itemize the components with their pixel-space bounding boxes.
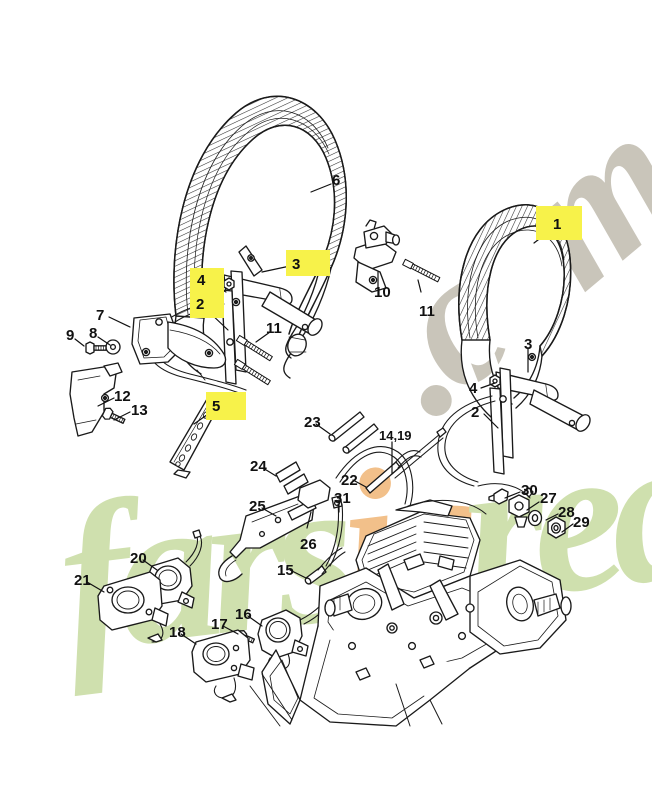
leader-line-11	[255, 331, 271, 343]
callout-23: 23	[304, 414, 321, 431]
callout-14-19: 14,19	[379, 428, 412, 443]
leader-line-13	[113, 411, 131, 421]
leader-line-16	[247, 615, 263, 627]
highlight-part-3	[286, 250, 330, 276]
callout-2: 2	[196, 296, 205, 313]
leader-line-15	[289, 569, 307, 579]
callout-12: 12	[114, 388, 131, 405]
leader-line-20	[142, 559, 158, 571]
callout-22: 22	[341, 472, 358, 489]
callout-15: 15	[277, 562, 294, 579]
callout-13: 13	[131, 402, 148, 419]
leader-line-29	[561, 523, 574, 533]
leader-line-7	[108, 316, 131, 328]
callout-27: 27	[540, 490, 557, 507]
leader-line-26	[306, 511, 312, 529]
leader-line-23	[315, 423, 331, 435]
callout-21: 21	[74, 572, 91, 589]
callout-30: 30	[521, 482, 538, 499]
callout-18: 18	[169, 624, 186, 641]
leader-line-3	[261, 265, 291, 273]
callout-11: 11	[419, 303, 435, 320]
callout-9: 9	[66, 327, 75, 344]
leader-line-17	[222, 625, 239, 635]
leader-line-25	[261, 507, 277, 517]
leader-line-27	[526, 501, 540, 511]
callout-28: 28	[558, 504, 575, 521]
leader-line-18	[180, 633, 197, 645]
callout-10: 10	[374, 284, 391, 301]
callout-6: 6	[332, 172, 341, 189]
leader-line-9	[74, 338, 85, 347]
leader-line-2	[483, 413, 499, 429]
leader-line-28	[545, 513, 559, 521]
callout-16: 16	[235, 606, 252, 623]
callout-25: 25	[249, 498, 266, 515]
callout-5: 5	[212, 398, 221, 415]
leader-line-4	[480, 382, 496, 389]
leader-line-8	[97, 336, 111, 346]
callout-31: 31	[334, 490, 351, 507]
callout-4: 4	[197, 272, 206, 289]
leader-line-30	[504, 491, 521, 499]
leader-line-11	[417, 279, 422, 293]
callout-11: 11	[266, 320, 282, 337]
callout-8: 8	[89, 325, 98, 342]
callout-29: 29	[573, 514, 590, 531]
callout-24: 24	[250, 458, 267, 475]
leader-line-22	[352, 479, 367, 488]
leader-line-24	[262, 467, 277, 477]
callout-1: 1	[553, 216, 562, 233]
callout-2: 2	[471, 404, 480, 421]
callout-3: 3	[524, 336, 533, 353]
leader-line-21	[86, 581, 105, 593]
callout-20: 20	[130, 550, 147, 567]
callout-3: 3	[292, 256, 301, 273]
highlight-part-1	[536, 206, 582, 240]
highlight-part-5	[206, 392, 246, 420]
callout-26: 26	[300, 536, 317, 553]
callout-7: 7	[96, 307, 105, 324]
leader-line-6	[310, 183, 332, 193]
highlight-part-4	[190, 268, 224, 294]
callout-17: 17	[211, 616, 228, 633]
highlight-part-2	[190, 292, 224, 318]
leader-line-12	[97, 397, 115, 407]
callout-4: 4	[469, 380, 478, 397]
